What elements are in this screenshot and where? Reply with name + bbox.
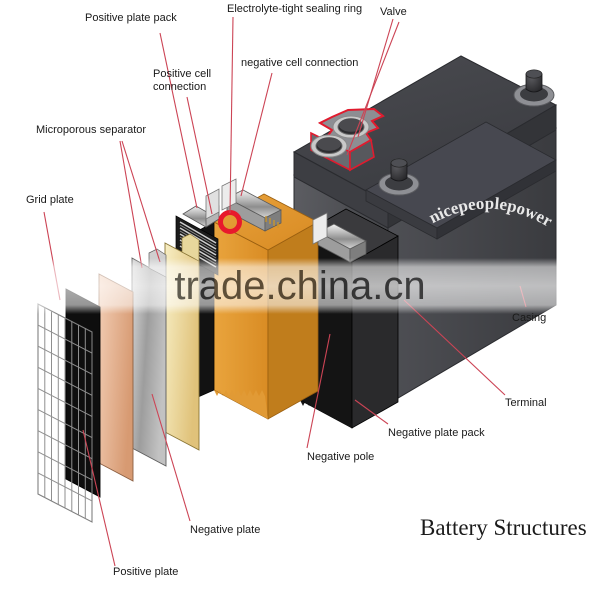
callout-positive-cell-connection: Positive cell connection: [153, 68, 212, 93]
callout-grid-plate: Grid plate: [26, 194, 74, 206]
positive-plate-pack-block: [195, 193, 319, 420]
plate-salmon: [98, 273, 134, 482]
valve-openings: [310, 115, 370, 158]
right-connection-bar: [312, 212, 367, 263]
callout-negative-pole: Negative pole: [307, 451, 375, 463]
terminal-post-rear: [513, 69, 555, 107]
callout-negative-cell-connection: negative cell connection: [241, 57, 359, 69]
plate-cream: [164, 233, 200, 451]
callout-terminal: Terminal: [505, 397, 547, 409]
plate-separator-gray: [131, 248, 167, 467]
callout-positive-plate-pack: Positive plate pack: [85, 12, 177, 24]
callout-casing: Casing: [512, 312, 547, 324]
callout-positive-plate: Positive plate: [113, 566, 179, 578]
terminal-post-front: [378, 158, 420, 196]
callout-negative-plate: Negative plate: [190, 524, 261, 536]
callout-microporous-separator: Microporous separator: [36, 124, 147, 136]
battery-casing: nicepeoplepower: [292, 55, 558, 405]
callout-negative-plate-pack: Negative plate pack: [388, 427, 485, 439]
callout-electrolyte-tight-sealing-ring: Electrolyte-tight sealing ring: [227, 3, 363, 15]
negative-cell-connection-bar: [221, 178, 282, 232]
diagram-title: Battery Structures: [420, 515, 587, 540]
grid-plate-mesh: [37, 303, 93, 523]
leader-lines: [43, 16, 527, 567]
callout-valve: Valve: [380, 6, 407, 18]
